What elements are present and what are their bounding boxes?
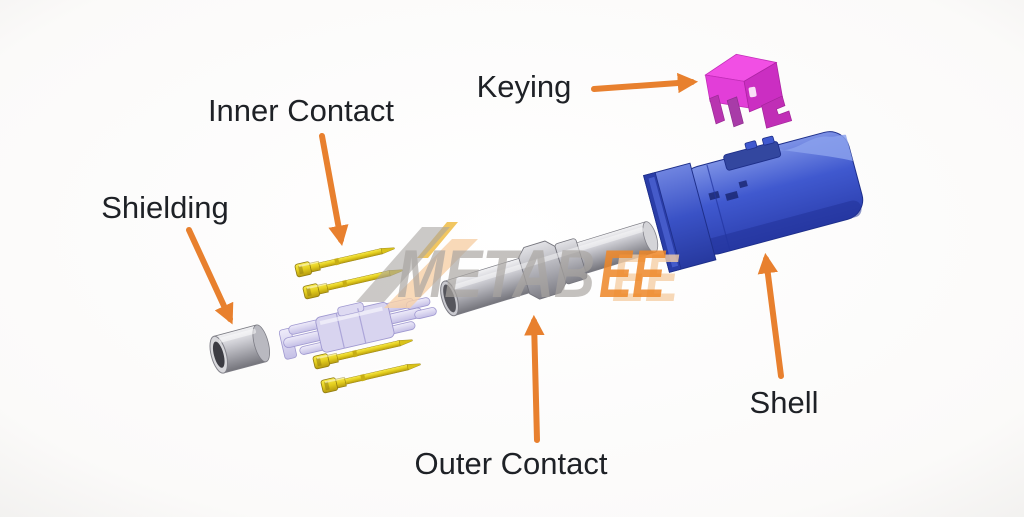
watermark-text-orange: EE [599,236,667,312]
inner-contact-arrow [319,133,349,247]
watermark-text-peach-echo: EE [612,240,680,316]
keying-arrow [591,72,699,94]
outer-contact-center-block [518,240,567,300]
shielding-part [209,324,271,374]
keying-coding-foot [761,95,793,129]
shielding-label: Shielding [101,190,229,225]
keying-label: Keying [477,69,572,104]
watermark-slash-gray [356,227,450,302]
callout-arrows [186,72,784,443]
insulator-part [278,297,437,360]
outer-contact-part [440,221,659,317]
keying-part [704,53,793,129]
outer-contact-arrow [524,314,545,443]
inner-contact-label: Inner Contact [208,93,394,128]
watermark-slash-peach [384,239,478,308]
shell-part [642,131,864,273]
watermark-text-gray: METAB [397,236,595,312]
shell-gloss-highlight [768,134,853,161]
shell-label: Shell [750,385,819,420]
shielding-arrow [186,227,234,325]
callout-labels: Inner Contact Shielding Keying Outer Con… [101,69,818,481]
outer-contact-label: Outer Contact [415,446,608,481]
shell-arrow [757,252,784,379]
watermark: METAB EE EE [356,222,680,316]
